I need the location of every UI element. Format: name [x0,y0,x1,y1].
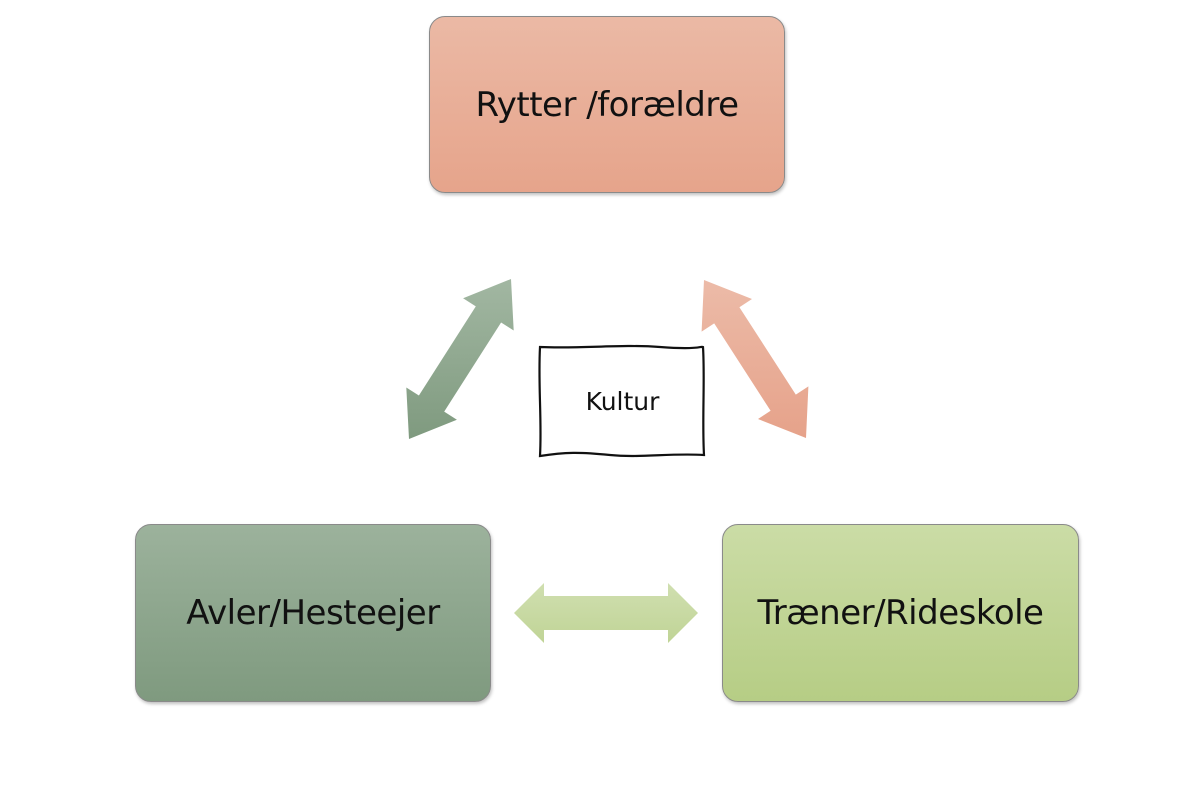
bidirectional-arrow-top-right [701,280,809,438]
bidirectional-arrow-left-top [406,279,514,439]
kultur-label: Kultur [585,386,660,416]
node-traener-rideskole: Træner/Rideskole [722,524,1079,702]
node-label: Træner/Rideskole [757,593,1044,633]
node-rytter-foraeldre: Rytter /forældre [429,16,785,193]
kultur-wavy-border [538,344,706,458]
bidirectional-arrow-left-right [514,583,698,643]
node-avler-hesteejer: Avler/Hesteejer [135,524,491,702]
node-label: Avler/Hesteejer [186,593,440,633]
node-label: Rytter /forældre [475,84,739,125]
